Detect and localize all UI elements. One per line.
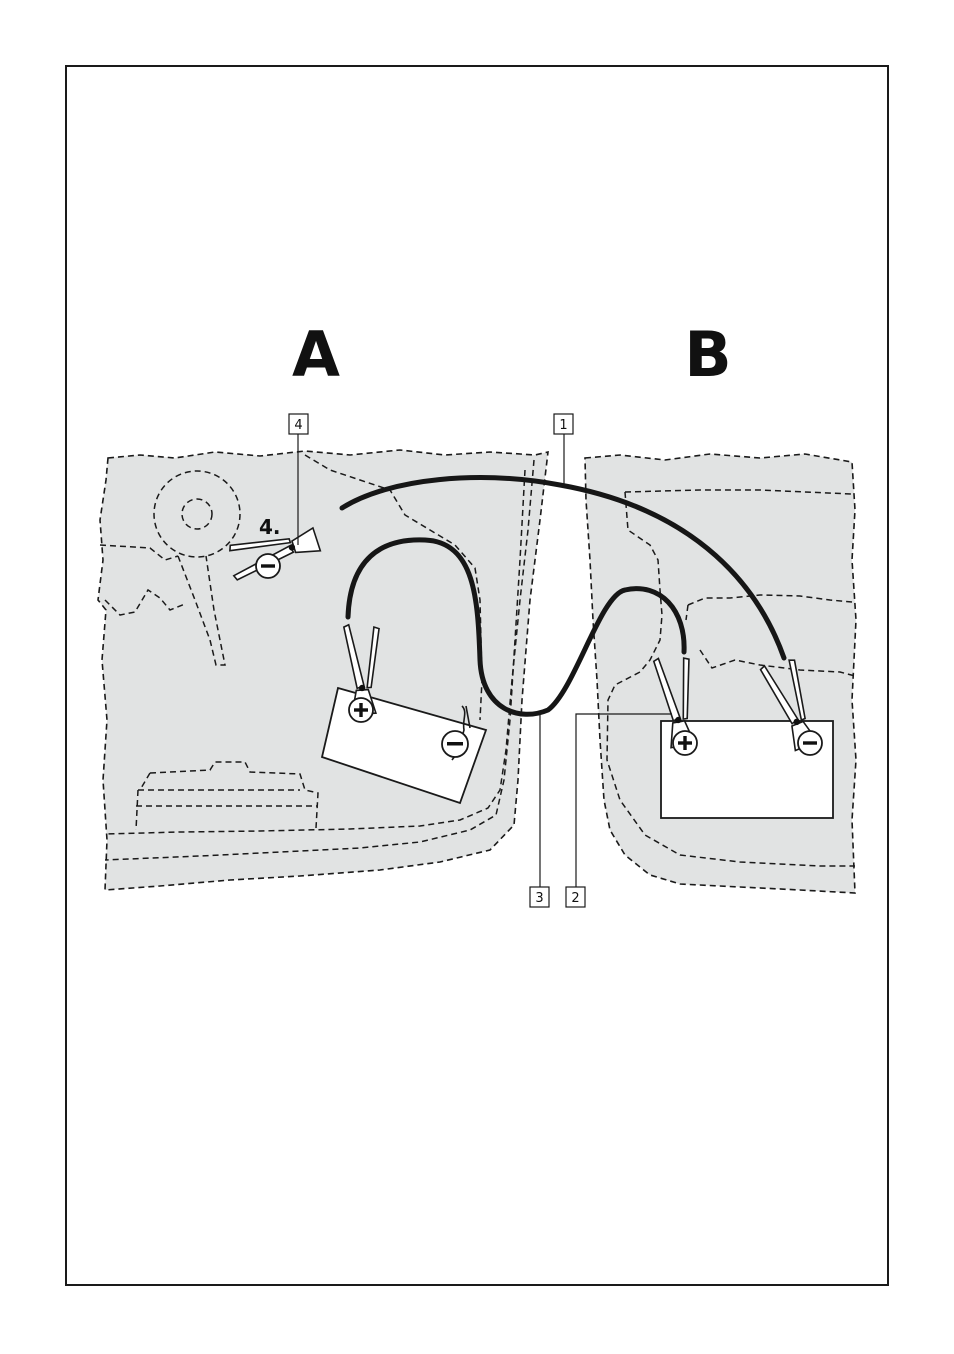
svg-text:1: 1 <box>559 418 567 433</box>
callout-2: 2 <box>566 887 585 907</box>
callout-4: 4 <box>289 414 308 434</box>
vehicle-b-engine-bay <box>585 454 856 893</box>
minus-sign-icon <box>261 564 275 567</box>
minus-sign-icon <box>447 742 463 746</box>
step-label: 4. <box>259 515 281 539</box>
svg-text:2: 2 <box>571 891 579 906</box>
svg-text:4: 4 <box>294 418 302 433</box>
callout-1: 1 <box>554 414 573 434</box>
callout-3: 3 <box>530 887 549 907</box>
minus-sign-icon <box>803 741 817 744</box>
vehicle-b-label: B <box>684 318 731 391</box>
svg-text:3: 3 <box>535 891 543 906</box>
vehicle-a-label: A <box>292 318 340 391</box>
